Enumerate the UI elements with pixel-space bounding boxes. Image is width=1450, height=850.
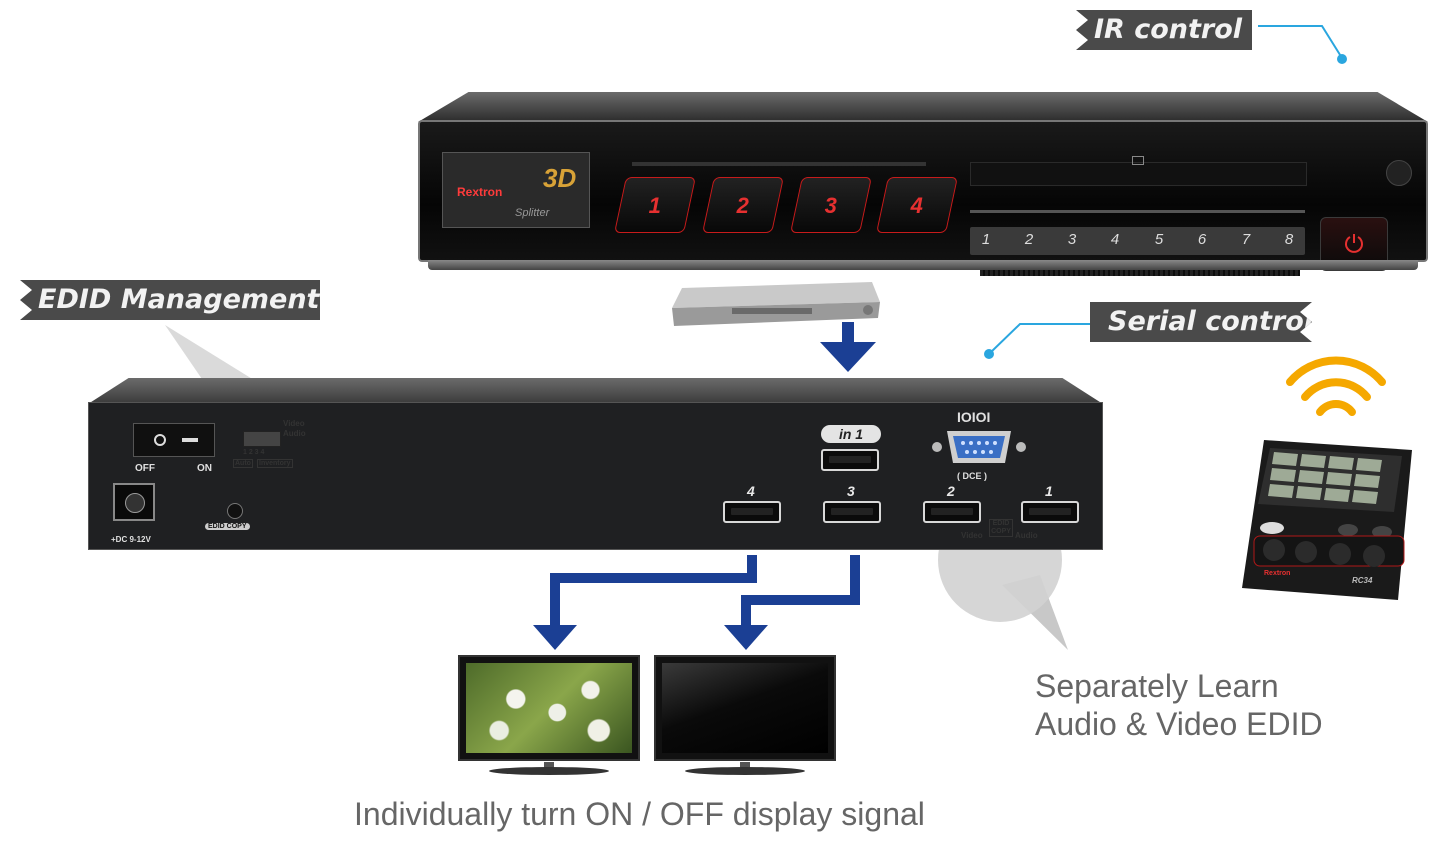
dip-video-label: Video [283,419,305,428]
serial-symbol: IOIOI [957,409,991,425]
display-on-screen [466,663,632,753]
ir-callout-dot [1337,54,1347,64]
input-button-4[interactable]: 4 [876,177,958,233]
power-switch[interactable] [133,423,215,457]
3d-badge: 3D [543,163,577,193]
ir-remote: Rextron RC34 [1242,440,1412,600]
hdmi-output-1[interactable] [1021,501,1079,523]
hdmi-output-3[interactable] [823,501,881,523]
brand-logo-box: Rextron 3D Splitter [442,152,590,228]
remote-body [1242,440,1412,600]
edid-copy-button[interactable] [227,503,243,519]
video-small-label: Video [961,531,983,540]
input-1-label: in 1 [821,425,881,443]
display-off-screen [662,663,828,753]
switch-off-label: OFF [135,463,155,474]
dip-switch-block[interactable] [243,431,281,447]
serial-port[interactable] [929,427,1029,467]
ir-callout-line [1258,25,1343,59]
display-caption: Individually turn ON / OFF display signa… [354,796,925,832]
wifi-arc-middle [1301,378,1371,401]
input-button-3-label: 3 [824,193,837,218]
indicator-divider [970,210,1305,213]
front-face: Rextron 3D Splitter 1 2 3 4 1 2 3 4 5 6 … [418,120,1428,276]
dip-inventory-label: Inventory [257,459,293,468]
output-indicator-1: 1 [981,231,991,248]
hdmi-input-1[interactable] [821,449,879,471]
button-bar-slot [632,162,926,166]
output-indicator-7: 7 [1241,231,1251,248]
input-button-1[interactable]: 1 [614,177,696,233]
serial-control-tag: Serial control [1090,302,1312,342]
output-indicator-8: 8 [1284,231,1294,248]
edid-copy-label: EDID COPY [205,523,250,530]
audio-small-label: Audio [1015,531,1038,540]
wifi-arc-outer [1286,356,1386,386]
input-button-1-label: 1 [648,193,661,218]
output-4-number: 4 [747,483,755,499]
edid-caption-line1: Separately Learn [1035,668,1279,704]
display-off-stand [684,762,806,776]
output-indicator-5: 5 [1154,231,1164,248]
output-indicator-3: 3 [1067,231,1077,248]
switch-on-mark [182,438,198,442]
splitter-front-panel: Rextron 3D Splitter 1 2 3 4 1 2 3 4 5 6 … [418,92,1428,276]
input-button-2[interactable]: 2 [702,177,784,233]
display-on [458,655,640,761]
edid-caption-line2: Audio & Video EDID [1035,706,1323,742]
output-indicator-2: 2 [1024,231,1034,248]
product-name: Splitter [515,207,550,219]
edid-management-tag: EDID Management [20,280,320,320]
serial-callout-line [989,323,1090,354]
rear-face: OFF ON +DC 9-12V Video Audio 1 2 3 4 Aut… [88,402,1103,550]
dc-power-jack[interactable] [113,483,155,521]
switch-off-mark [154,434,166,446]
dce-label: ( DCE ) [957,471,987,481]
brand-name: Rextron [457,185,503,199]
hdmi-output-4[interactable] [723,501,781,523]
source-arrow-head [820,342,876,372]
switch-on-label: ON [197,463,212,474]
power-icon [1345,234,1363,253]
ir-control-tag: IR control [1076,10,1252,50]
rear-top-cover [88,378,1103,404]
edid-copy-small-label: EDID COPY [989,519,1013,537]
dc-jack-hole [125,493,145,513]
output-indicator-4: 4 [1110,231,1120,248]
input-button-2-label: 2 [736,193,749,218]
output-3-number: 3 [847,483,855,499]
display-on-stand [488,762,610,776]
dip-switch-panel[interactable]: Video Audio 1 2 3 4 Auto Inventory [233,419,311,473]
source-arrow-shaft [842,322,854,344]
ir-sensor [1386,160,1412,186]
source-player [672,282,880,326]
remote-brand: Rextron [1264,570,1291,577]
wifi-arc-inner [1316,400,1356,416]
output-2-number: 2 [947,483,955,499]
output3-arrow-line [741,555,860,630]
display-off [654,655,836,761]
front-base [428,260,1418,270]
hdmi-output-2[interactable] [923,501,981,523]
db9-connector [932,431,1026,463]
dip-auto-label: Auto [233,459,253,468]
output-indicator-6: 6 [1197,231,1207,248]
output-1-number: 1 [1045,483,1053,499]
input-button-3[interactable]: 3 [790,177,872,233]
front-top-cover [418,92,1428,122]
output3-arrow-head [724,625,768,650]
dip-audio-label: Audio [283,429,306,438]
dc-power-label: +DC 9-12V [111,535,151,544]
input-button-4-label: 4 [910,193,923,218]
dip-numbers: 1 2 3 4 [243,449,265,456]
output-indicator-strip: 1 2 3 4 5 6 7 8 [970,227,1305,255]
output4-arrow-head [533,625,577,650]
indicator-top-slot [970,162,1307,186]
remote-model: RC34 [1352,576,1373,585]
serial-callout-dot [984,349,994,359]
splitter-rear-panel: OFF ON +DC 9-12V Video Audio 1 2 3 4 Aut… [88,378,1103,550]
output4-arrow-line [550,555,757,630]
monitor-icon [1132,156,1144,165]
